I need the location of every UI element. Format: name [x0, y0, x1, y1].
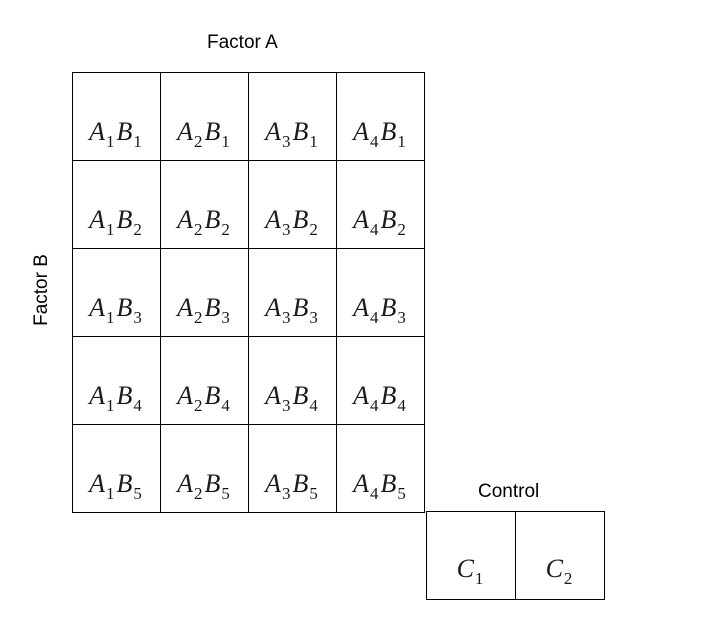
factor-b-label: Factor B: [31, 254, 52, 326]
cell-a2-b5: A2B5: [160, 424, 249, 513]
cell-label: A4B1: [353, 117, 406, 151]
cell-label: A2B5: [177, 469, 230, 503]
cell-label: A1B5: [89, 469, 142, 503]
control-grid: C1 C2: [426, 511, 605, 600]
cell-a3-b4: A3B4: [248, 336, 337, 425]
control-label: Control: [478, 481, 540, 502]
cell-a2-b4: A2B4: [160, 336, 249, 425]
grid-row-b5: A1B5 A2B5 A3B5 A4B5: [72, 424, 425, 513]
grid-row-b2: A1B2 A2B2 A3B2 A4B2: [72, 160, 425, 249]
cell-a1-b4: A1B4: [72, 336, 161, 425]
cell-label: A4B2: [353, 205, 406, 239]
cell-a4-b5: A4B5: [336, 424, 425, 513]
cell-a3-b5: A3B5: [248, 424, 337, 513]
cell-label: A2B1: [177, 117, 230, 151]
cell-label: A3B5: [265, 469, 318, 503]
cell-a2-b2: A2B2: [160, 160, 249, 249]
cell-a4-b2: A4B2: [336, 160, 425, 249]
cell-label: C1: [456, 554, 484, 588]
cell-label: C2: [545, 554, 573, 588]
cell-label: A1B3: [89, 293, 142, 327]
cell-a1-b5: A1B5: [72, 424, 161, 513]
cell-a3-b1: A3B1: [248, 72, 337, 161]
factor-a-label: Factor A: [207, 32, 278, 53]
cell-label: A4B4: [353, 381, 406, 415]
cell-label: A4B5: [353, 469, 406, 503]
cell-label: A1B4: [89, 381, 142, 415]
cell-label: A1B1: [89, 117, 142, 151]
cell-a4-b4: A4B4: [336, 336, 425, 425]
cell-label: A4B3: [353, 293, 406, 327]
cell-label: A2B3: [177, 293, 230, 327]
cell-label: A3B3: [265, 293, 318, 327]
cell-a1-b3: A1B3: [72, 248, 161, 337]
cell-a1-b1: A1B1: [72, 72, 161, 161]
cell-label: A3B2: [265, 205, 318, 239]
grid-row-b3: A1B3 A2B3 A3B3 A4B3: [72, 248, 425, 337]
cell-label: A2B4: [177, 381, 230, 415]
cell-label: A2B2: [177, 205, 230, 239]
control-row: C1 C2: [426, 511, 605, 600]
cell-a2-b1: A2B1: [160, 72, 249, 161]
cell-a4-b3: A4B3: [336, 248, 425, 337]
cell-c2: C2: [515, 511, 605, 600]
cell-a2-b3: A2B3: [160, 248, 249, 337]
cell-a1-b2: A1B2: [72, 160, 161, 249]
cell-a3-b3: A3B3: [248, 248, 337, 337]
grid-row-b1: A1B1 A2B1 A3B1 A4B1: [72, 72, 425, 161]
cell-a3-b2: A3B2: [248, 160, 337, 249]
cell-label: A1B2: [89, 205, 142, 239]
cell-label: A3B1: [265, 117, 318, 151]
factorial-design-grid: A1B1 A2B1 A3B1 A4B1 A1B2 A2B2 A3B2 A4B2 …: [72, 72, 425, 513]
cell-label: A3B4: [265, 381, 318, 415]
cell-c1: C1: [426, 511, 516, 600]
cell-a4-b1: A4B1: [336, 72, 425, 161]
grid-row-b4: A1B4 A2B4 A3B4 A4B4: [72, 336, 425, 425]
